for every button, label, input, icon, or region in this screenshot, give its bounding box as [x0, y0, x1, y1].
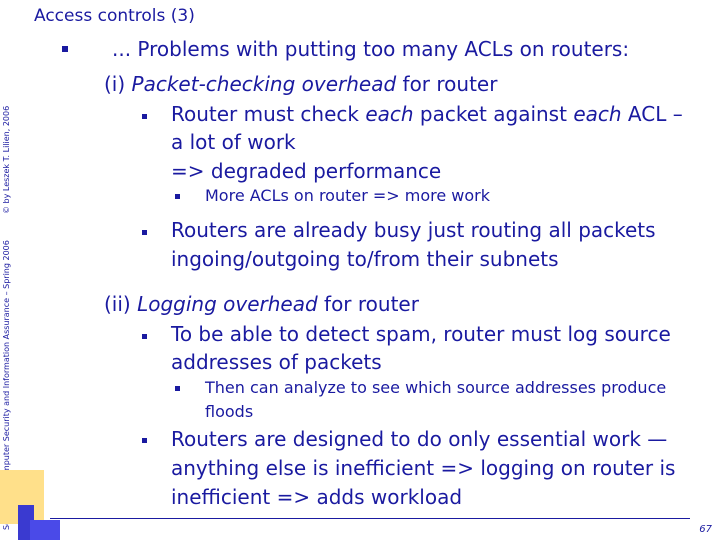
- section-ii-suffix: for router: [324, 292, 419, 316]
- text-run: Router must check: [171, 102, 366, 126]
- i-bullet-1-line-3: => degraded performance: [171, 159, 442, 183]
- ii-bullet-2-line-1: Routers are designed to do only essentia…: [171, 427, 668, 451]
- bullet-icon: [142, 334, 147, 339]
- section-i-prefix: (i): [104, 72, 126, 96]
- bullet-icon: [62, 46, 68, 52]
- section-ii-heading: (ii) Logging overhead for router: [104, 294, 419, 314]
- ii-bullet-1-line-2: addresses of packets: [171, 350, 382, 374]
- i-bullet-2-line-2: ingoing/outgoing to/from their subnets: [171, 247, 559, 271]
- ii-bullet-1-line-1: To be able to detect spam, router must l…: [171, 322, 671, 346]
- section-i-suffix: for router: [402, 72, 498, 96]
- heading-text: ... Problems with putting too many ACLs …: [112, 37, 630, 61]
- bullet-icon: [142, 114, 147, 119]
- ii-bullet-1-sub-line-1: Then can analyze to see which source add…: [205, 378, 667, 397]
- slide-title: Access controls (3): [34, 6, 195, 26]
- i-bullet-1-line-1: Router must check each packet against ea…: [171, 104, 683, 124]
- bullet-icon: [142, 230, 147, 235]
- i-bullet-1-line-2: a lot of work: [171, 130, 296, 154]
- bullet-icon: [175, 194, 180, 199]
- i-bullet-2-line-1: Routers are already busy just routing al…: [171, 218, 656, 242]
- section-i-heading: (i) Packet-checking overhead for router: [104, 74, 497, 94]
- corner-decoration: [30, 520, 60, 540]
- side-credit: © by Leszek T. Lilien, 2006: [2, 105, 11, 214]
- section-ii-prefix: (ii): [104, 292, 131, 316]
- bullet-icon: [175, 386, 180, 391]
- section-ii-topic: Logging overhead: [137, 292, 318, 316]
- ii-bullet-1-sub-line-2: floods: [205, 402, 254, 421]
- section-i-topic: Packet-checking overhead: [131, 72, 397, 96]
- ii-bullet-2-line-2: anything else is inefficient => logging …: [171, 456, 676, 480]
- footer-rule: [50, 518, 690, 519]
- text-run-emphasis: each: [365, 102, 414, 126]
- text-run: ACL –: [621, 102, 683, 126]
- text-run: packet against: [413, 102, 574, 126]
- bullet-icon: [142, 438, 147, 443]
- ii-bullet-2-line-3: inefficient => adds workload: [171, 485, 463, 509]
- text-run-emphasis: each: [573, 102, 622, 126]
- i-bullet-1-sub: More ACLs on router => more work: [205, 186, 491, 205]
- page-number: 67: [699, 524, 712, 535]
